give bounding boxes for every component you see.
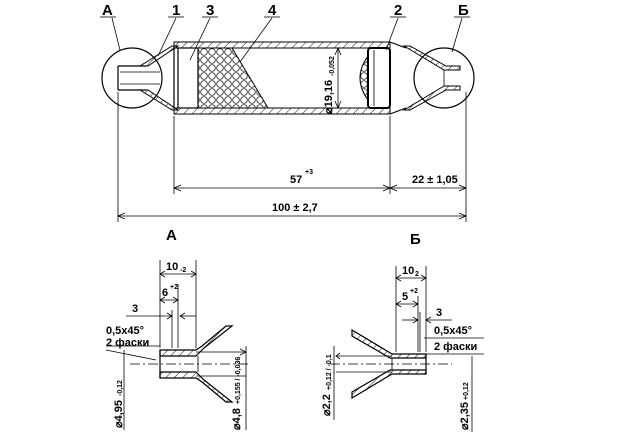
len-57-label: 57 <box>290 174 302 186</box>
detail-b-dia-right-tol: +0,12 <box>463 382 470 400</box>
len-100-label: 100 ± 2,7 <box>272 202 318 214</box>
body-diameter-tol: -0,052 <box>329 56 336 76</box>
detail-b-d5: 5 <box>402 291 408 303</box>
part-3-pad <box>177 47 199 109</box>
detail-b-chamfer-note: 2 фаски <box>434 341 477 353</box>
detail-a-d6: 6 <box>162 287 168 299</box>
detail-a-dia-left-tol: -0,12 <box>117 380 124 396</box>
view-b-circle <box>413 47 475 109</box>
detail-a-chamfer-note: 2 фаски <box>106 337 149 349</box>
part-1-label: 1 <box>172 2 180 19</box>
detail-a-chamfer: 0,5x45° <box>106 325 144 337</box>
detail-a: А 10 -2 6 +2 3 0,5x45° 2 фаски <box>105 227 250 430</box>
detail-b-d3: 3 <box>436 307 442 319</box>
part-4-granules <box>197 47 269 109</box>
detail-b-dia-left: ⌀2,2 <box>321 394 333 416</box>
view-a-circle <box>101 47 163 109</box>
part-2-label: 2 <box>394 2 402 19</box>
detail-a-dia-right: ⌀4,8 <box>231 408 243 430</box>
view-a-label: А <box>102 2 113 19</box>
detail-a-d6-tol: +2 <box>170 284 178 291</box>
part-3-label: 3 <box>206 2 214 19</box>
detail-b-d10-tol: 2 <box>415 271 419 278</box>
detail-b-chamfer: 0,5x45° <box>434 325 472 337</box>
detail-b-title: Б <box>410 231 421 248</box>
len-22-label: 22 ± 1,05 <box>412 174 458 186</box>
part-2-mesh <box>359 47 391 109</box>
part-leaders <box>100 16 470 63</box>
len-57-tol: +3 <box>305 169 313 176</box>
detail-b-d5-tol: +2 <box>410 288 418 295</box>
filter-body <box>173 41 407 115</box>
detail-a-dia-left: ⌀4,95 <box>113 400 125 428</box>
body-diameter-dim: ⌀19,16 -0,052 <box>323 46 342 114</box>
view-b-label: Б <box>458 2 469 19</box>
filter-assembly: ⌀19,16 -0,052 А 1 3 4 2 Б <box>100 2 475 222</box>
left-nozzle <box>117 45 180 111</box>
part-4-label: 4 <box>268 2 277 19</box>
detail-a-dia-right-tol: +0,155 / -0,036 <box>235 357 242 404</box>
length-dims <box>116 92 468 222</box>
detail-b: Б 10 2 5 +2 3 0,5x45° 2 фаски <box>321 231 484 432</box>
detail-b-dia-left-tol: +0,12 / -0,1 <box>326 354 333 390</box>
detail-a-title: А <box>166 227 177 244</box>
detail-a-d3: 3 <box>132 303 138 315</box>
detail-b-d10: 10 <box>402 265 414 277</box>
right-nozzle <box>402 45 461 111</box>
detail-b-dia-right: ⌀2,35 <box>459 402 471 430</box>
detail-a-d10: 10 <box>166 261 178 273</box>
body-diameter-label: ⌀19,16 <box>323 80 335 114</box>
detail-a-d10-tol: -2 <box>180 267 186 274</box>
